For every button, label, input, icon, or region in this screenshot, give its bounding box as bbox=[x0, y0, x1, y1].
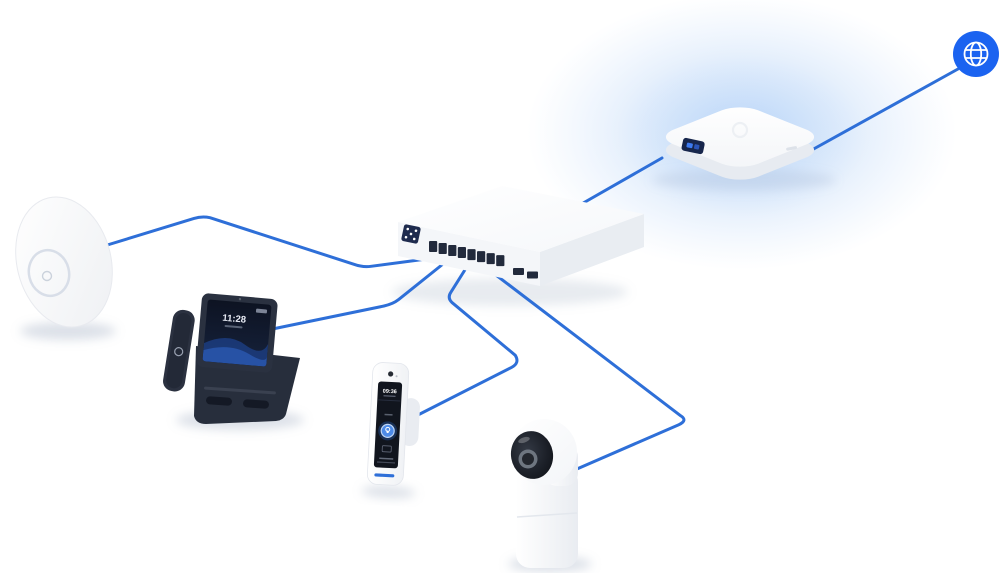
sfp-port bbox=[513, 268, 524, 275]
intercom-doorbell-button bbox=[378, 421, 398, 441]
voip-phone-device: 11:28 bbox=[163, 293, 304, 430]
cable-switch-intercom bbox=[410, 263, 519, 420]
gateway-display bbox=[681, 137, 705, 155]
phone-camera-dot bbox=[238, 297, 242, 301]
intercom-keypad-icon bbox=[381, 445, 392, 453]
sfp-port bbox=[527, 271, 538, 279]
intercom-camera-dot bbox=[388, 371, 394, 377]
intercom-led-bar bbox=[374, 473, 395, 478]
switch-shadow bbox=[392, 278, 628, 306]
rj45-port bbox=[486, 253, 495, 265]
rj45-port bbox=[438, 243, 447, 254]
rj45-port bbox=[448, 245, 457, 256]
gateway-device bbox=[665, 107, 815, 180]
intercom-device: 09:36 bbox=[361, 362, 420, 499]
rj45-port bbox=[477, 251, 486, 263]
cable-switch-camera bbox=[490, 270, 686, 474]
rj45-port bbox=[496, 255, 505, 267]
ap-led-ring bbox=[27, 248, 71, 298]
globe-icon bbox=[953, 31, 999, 77]
camera-body bbox=[516, 468, 578, 568]
phone-time: 11:28 bbox=[222, 313, 247, 326]
cable-internet-gateway bbox=[808, 67, 960, 153]
ap-shadow bbox=[20, 322, 116, 340]
cable-switch-phone bbox=[268, 258, 450, 331]
switch-display bbox=[401, 224, 421, 244]
rj45-port bbox=[467, 249, 476, 261]
camera-device bbox=[508, 419, 592, 572]
access-point-device bbox=[15, 196, 116, 340]
cable-switch-access-point bbox=[102, 215, 436, 269]
phone-logo bbox=[255, 308, 268, 314]
gateway-logo bbox=[731, 121, 749, 139]
rj45-port bbox=[429, 241, 438, 252]
intercom-time: 09:36 bbox=[383, 389, 397, 396]
ap-logo bbox=[41, 270, 53, 282]
camera-lens bbox=[510, 431, 554, 479]
phone-handset bbox=[163, 309, 195, 392]
cables bbox=[102, 67, 960, 474]
intercom-shadow bbox=[361, 485, 416, 499]
phone-speaker bbox=[206, 396, 269, 409]
gateway-port bbox=[786, 146, 798, 151]
gateway-shadow bbox=[652, 169, 836, 191]
switch-ports bbox=[429, 241, 538, 279]
cable-gateway-switch bbox=[576, 156, 664, 208]
switch-device bbox=[398, 186, 644, 286]
rj45-port bbox=[457, 247, 466, 258]
